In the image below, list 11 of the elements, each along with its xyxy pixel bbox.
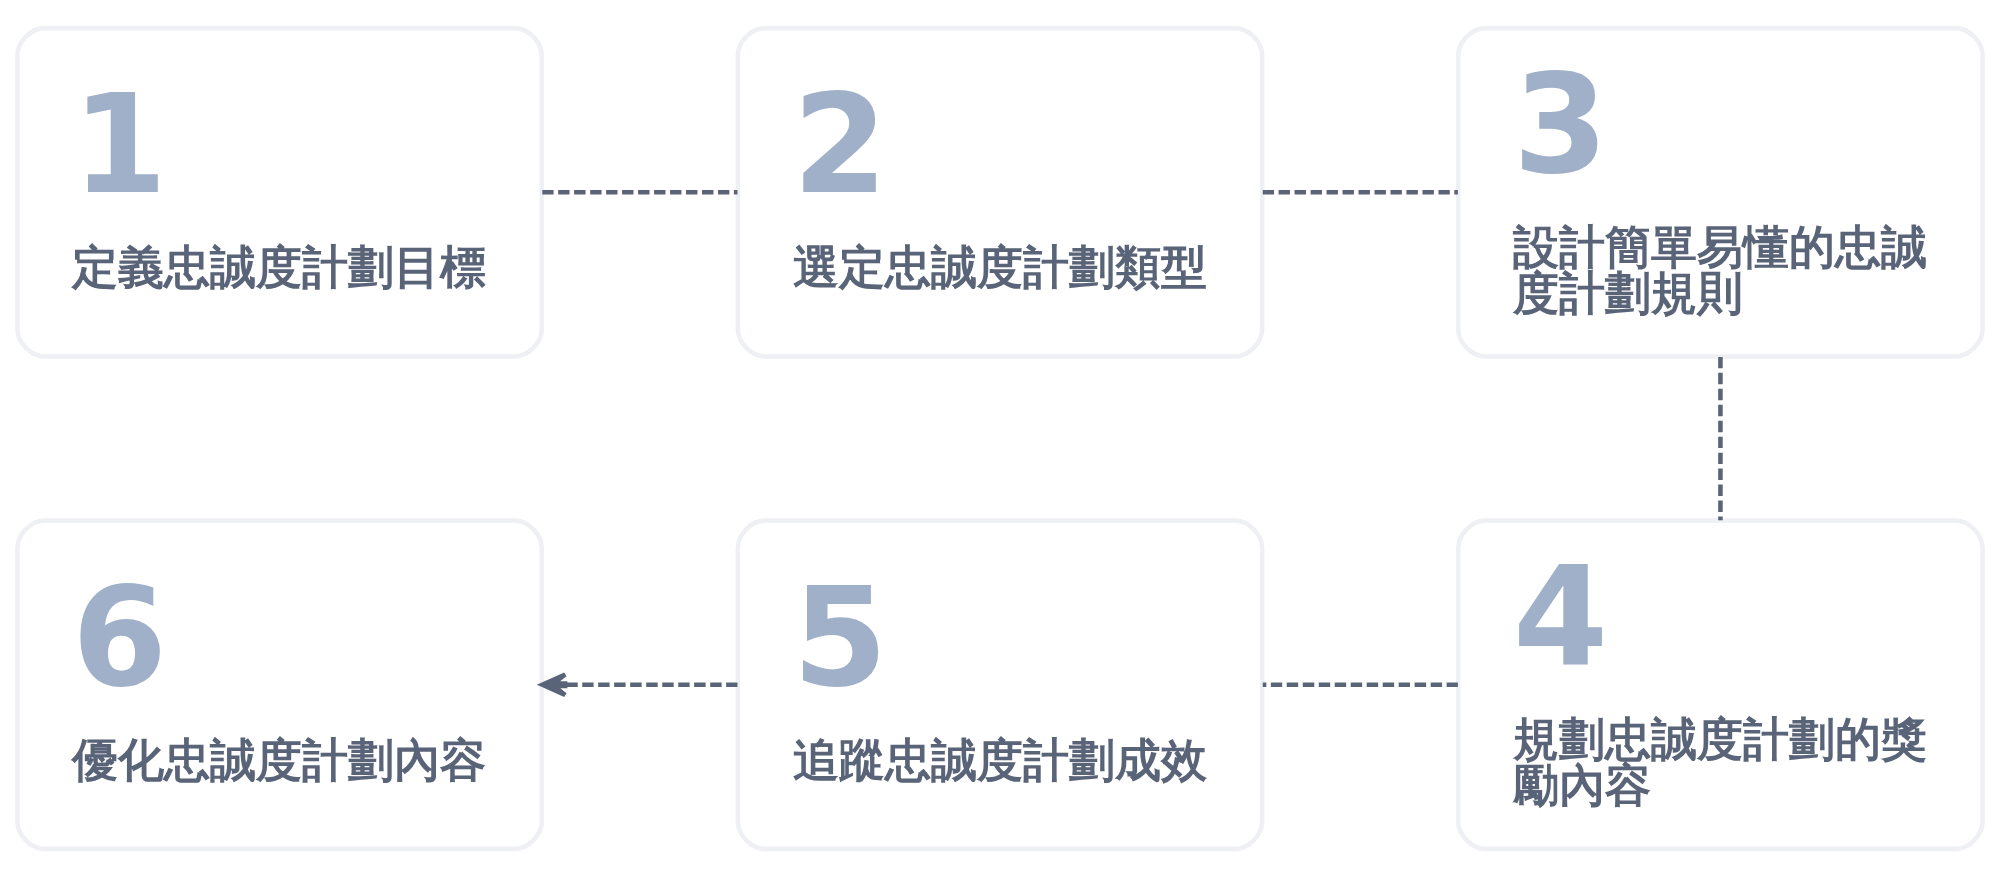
node-box: 5 追蹤忠誠度計劃成效 [735, 517, 1265, 851]
node-box: 1 定義忠誠度計劃目標 [15, 25, 544, 359]
node-box: 4 規劃忠誠度計劃的獎勵內容 [1456, 517, 1985, 851]
arrow [540, 671, 738, 697]
connector [1262, 681, 1458, 687]
connector [1262, 189, 1458, 195]
node-box: 3 設計簡單易懂的忠誠度計劃規則 [1456, 25, 1985, 359]
connector [1718, 356, 1723, 520]
node-box: 6 優化忠誠度計劃內容 [15, 517, 544, 851]
connector [542, 189, 738, 195]
node-box: 2 選定忠誠度計劃類型 [735, 25, 1265, 359]
